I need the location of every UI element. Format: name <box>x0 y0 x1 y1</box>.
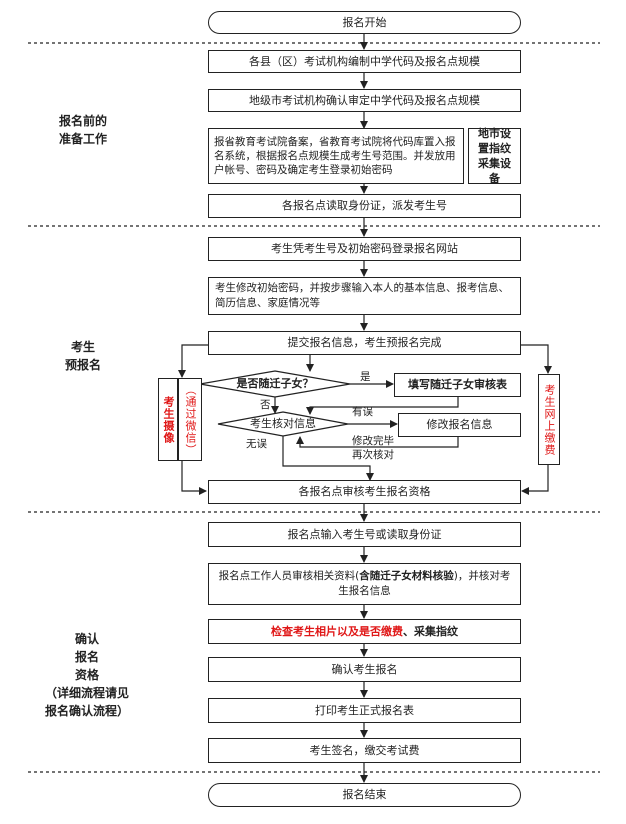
step-confirm-registration: 确认考生报名 <box>208 657 521 682</box>
check-photo-text-red: 检查考生相片以及是否缴费 <box>271 624 403 638</box>
step-photo-wechat: （通过微信） <box>178 378 202 461</box>
start-node: 报名开始 <box>208 11 521 34</box>
check-photo-text-black: 、采集指纹 <box>403 624 458 638</box>
section-title-pre: 考生 预报名 <box>64 340 101 372</box>
step-fingerprint-device: 地市设置指纹采集设备 <box>468 127 521 185</box>
decision-diamond-check <box>217 411 349 437</box>
step-photo: 考生摄像 <box>158 378 178 461</box>
step-print-form: 打印考生正式报名表 <box>208 698 521 723</box>
step-modify-password: 考生修改初始密码，并按步骤输入本人的基本信息、报考信息、简历信息、家庭情况等 <box>208 277 521 315</box>
section-title-prep: 报名前的 准备工作 <box>58 114 107 146</box>
step-read-id: 各报名点读取身份证，派发考生号 <box>208 194 521 218</box>
step-sign-pay: 考生签名，缴交考试费 <box>208 738 521 763</box>
step-modify-info: 修改报名信息 <box>398 413 521 437</box>
step-migrant-form: 填写随迁子女审核表 <box>394 373 521 397</box>
staff-check-text-post: )，并核对考生报名信息 <box>338 570 511 597</box>
label-modified-recheck: 修改完毕 再次核对 <box>352 435 394 461</box>
staff-check-text-bold: 含随迁子女材料核验 <box>359 570 454 582</box>
step-submit: 提交报名信息，考生预报名完成 <box>208 331 521 355</box>
end-node: 报名结束 <box>208 783 521 807</box>
label-has-error: 有误 <box>352 406 373 418</box>
step-check-photo: 检查考生相片以及是否缴费、采集指纹 <box>208 619 521 644</box>
step-online-pay: 考生网上缴费 <box>538 374 560 465</box>
decision-migrant-text: 是否随迁子女？ <box>236 377 314 390</box>
label-yes: 是 <box>360 371 371 383</box>
decision-check-text: 考生核对信息 <box>250 417 316 430</box>
step-county-codes: 各县（区）考试机构编制中学代码及报名点规模 <box>208 50 521 73</box>
label-no: 否 <box>260 399 271 411</box>
decision-diamond-migrant <box>199 370 351 398</box>
label-no-error: 无误 <box>246 438 267 450</box>
step-login: 考生凭考生号及初始密码登录报名网站 <box>208 237 521 261</box>
staff-check-text-pre: 报名点工作人员审核相关资料( <box>218 570 360 582</box>
step-input-id: 报名点输入考生号或读取身份证 <box>208 522 521 547</box>
section-title-confirm: 确认 报名 资格 （详细流程请见 报名确认流程） <box>44 632 129 718</box>
step-staff-check: 报名点工作人员审核相关资料(含随迁子女材料核验)，并核对考生报名信息 <box>208 563 521 605</box>
step-province-filing: 报省教育考试院备案，省教育考试院将代码库置入报名系统，根据报名点规模生成考生号范… <box>208 128 464 184</box>
step-city-confirm: 地级市考试机构确认审定中学代码及报名点规模 <box>208 89 521 112</box>
step-audit: 各报名点审核考生报名资格 <box>208 480 521 504</box>
